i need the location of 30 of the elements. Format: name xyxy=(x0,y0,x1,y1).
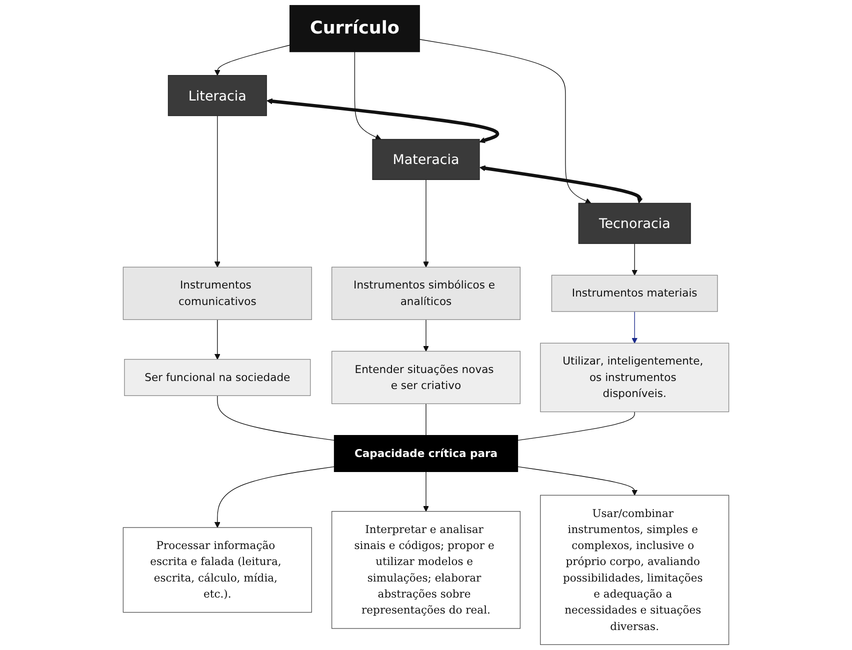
arrow xyxy=(423,319,429,352)
arrow xyxy=(214,44,290,76)
arrow xyxy=(214,115,220,268)
node-box: Instrumentos materiais xyxy=(551,274,718,312)
node-box: Processar informação escrita e falada (leitura, escrita, cálculo, mídia, etc.). xyxy=(122,527,312,613)
node-box: Utilizar, inteligentemente, os instrumentos disponíveis. xyxy=(540,342,730,412)
arrow xyxy=(214,466,335,528)
arrow xyxy=(419,39,592,204)
node-box: Tecnoracia xyxy=(578,202,691,244)
arrow xyxy=(214,319,220,360)
connector xyxy=(517,411,635,441)
node-box: Entender situações novas e ser criativo xyxy=(331,350,521,404)
arrow xyxy=(479,165,643,204)
node-box: Literacia xyxy=(168,75,267,116)
node-box: Ser funcional na sociedade xyxy=(124,358,311,396)
arrow xyxy=(517,466,638,496)
node-box: Capacidade crítica para xyxy=(334,435,518,472)
arrow xyxy=(354,51,382,140)
node-box: Instrumentos simbólicos e analíticos xyxy=(331,266,521,320)
arrow xyxy=(632,243,638,276)
node-box: Interpretar e analisar sinais e códigos; propor e utilizar modelos e simulações; elaborar abstrações sobre representações do real. xyxy=(331,511,521,629)
arrow xyxy=(632,311,638,344)
node-box: Instrumentos comunicativos xyxy=(122,266,312,320)
arrow xyxy=(423,471,429,512)
node-box: Currículo xyxy=(289,5,420,52)
arrow xyxy=(423,179,429,268)
connector xyxy=(217,395,335,441)
node-box: Usar/combinar instrumentos, simples e complexos, inclusive o próprio corpo, avaliando possibilidades, limitações e adequação a necessidades e situações diversas. xyxy=(540,494,730,645)
arrow xyxy=(266,98,499,144)
node-box: Materacia xyxy=(372,138,480,180)
